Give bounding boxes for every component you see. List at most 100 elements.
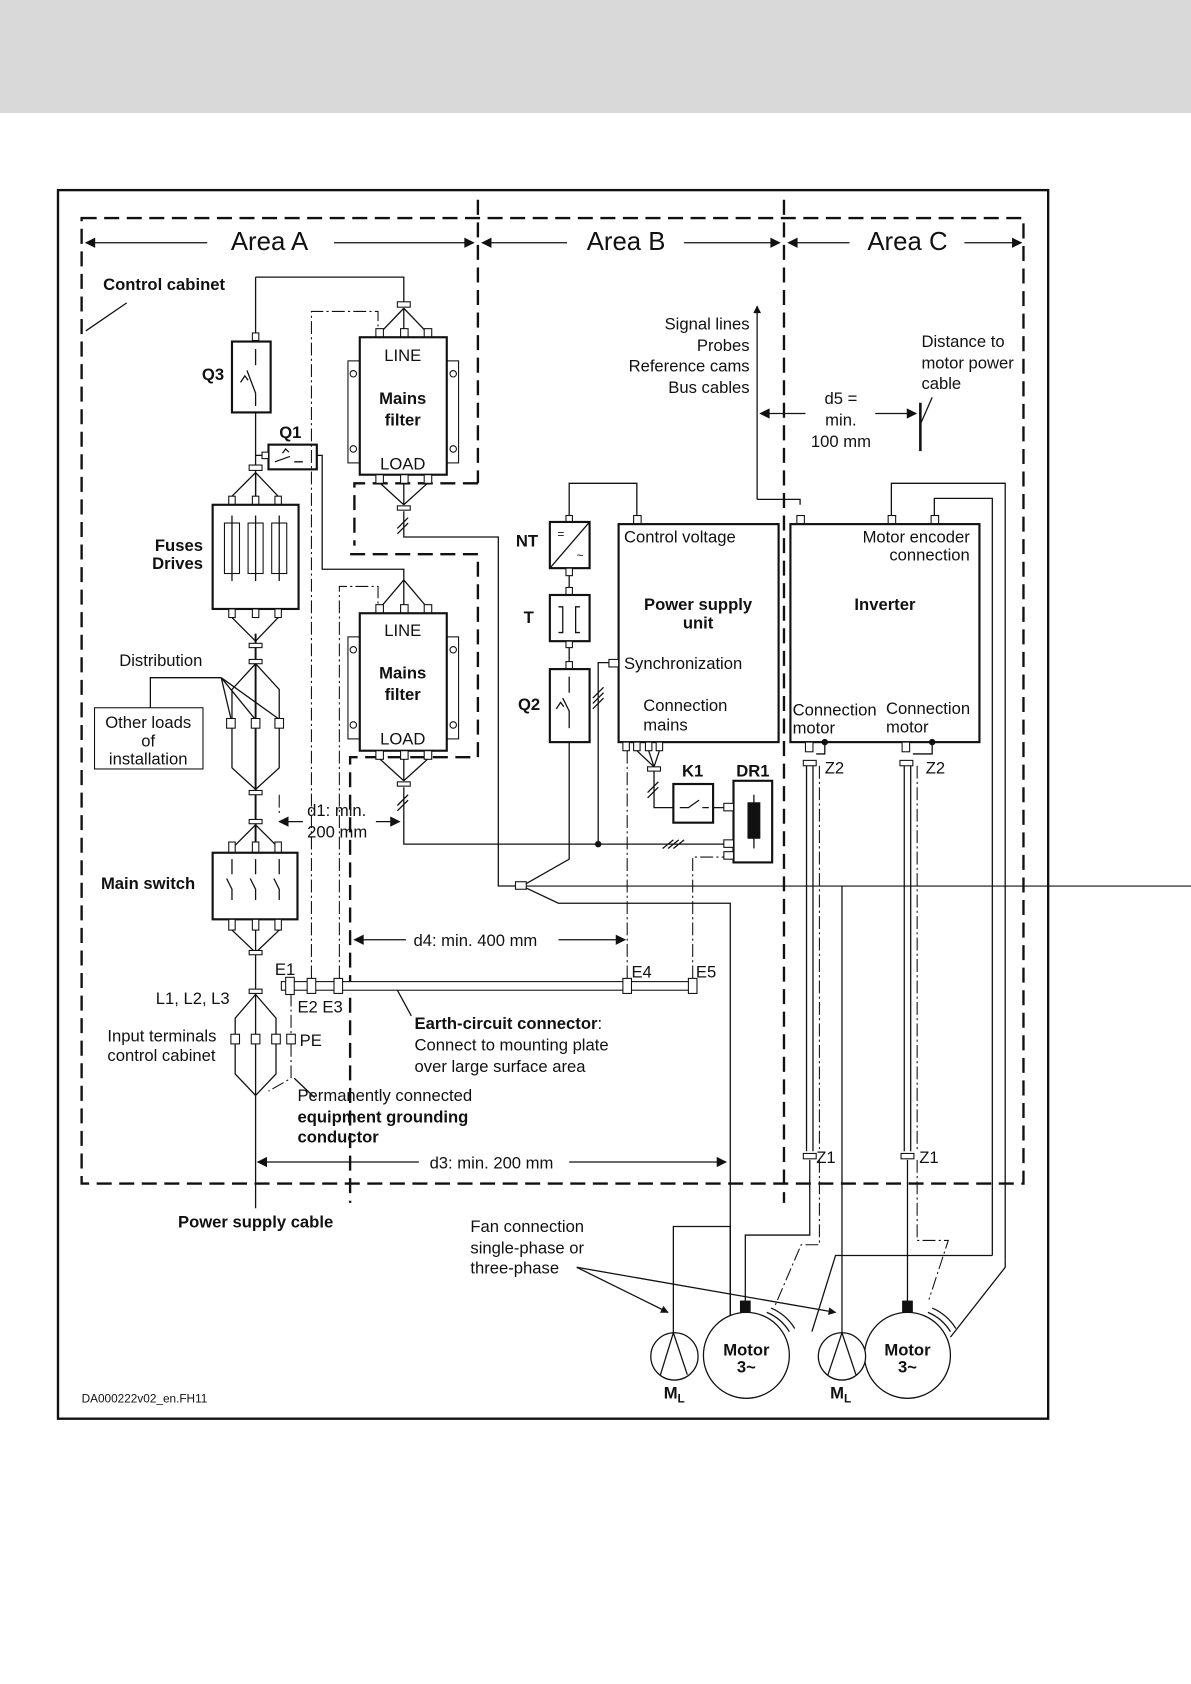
k1-label: K1 — [682, 761, 703, 780]
svg-text:=: = — [557, 527, 564, 541]
nt-label: NT — [516, 532, 538, 551]
psu-synchronization: Synchronization — [624, 654, 742, 673]
main-switch-label: Main switch — [101, 874, 195, 893]
d3-dimension: d3: min. 200 mm — [256, 1153, 728, 1172]
inverter-encoder-2: connection — [889, 546, 969, 565]
mf2-name-1: Mains — [379, 664, 426, 683]
l1l2l3-label: L1, L2, L3 — [156, 989, 230, 1008]
inverter-encoder-1: Motor encoder — [863, 527, 971, 546]
fan-motor-1: ML — [650, 1332, 699, 1406]
signal-line-1: Probes — [697, 336, 750, 355]
psu-control-voltage: Control voltage — [624, 527, 736, 546]
earth-lines — [278, 310, 726, 979]
inverter: Motor encoder connection Inverter Connec… — [789, 482, 1006, 1260]
grounding-label-3: conductor — [297, 1128, 379, 1147]
inverter-conn-motor-b-1: Connection — [886, 699, 970, 718]
figure-frame — [56, 188, 1050, 1420]
earth-connector-colon: : — [597, 1014, 602, 1033]
psu-name-2: unit — [683, 613, 714, 632]
page-header-band — [0, 0, 1191, 113]
area-a-label: Area A — [231, 228, 309, 256]
figure-id: DA000222v02_en.FH11 — [82, 1392, 208, 1406]
earth-circuit-connector: E1 E2 E3 E4 E5 Earth-circuit connector: … — [275, 960, 716, 1076]
fan-1-label: ML — [664, 1383, 685, 1405]
fan-motor-2: ML — [817, 1332, 867, 1406]
signal-lines: Signal lines Probes Reference cams Bus c… — [629, 305, 801, 505]
fuses-drives-block: Fuses — [155, 464, 300, 649]
t-label: T — [524, 608, 534, 627]
motor-1-label-1: Motor — [723, 1340, 770, 1359]
other-loads-label-3: installation — [109, 750, 188, 769]
mf1-name-2: filter — [385, 410, 422, 429]
z2-label-a: Z2 — [825, 758, 844, 777]
d5-label-1: d5 = — [824, 389, 857, 408]
dr1-label: DR1 — [736, 761, 769, 780]
distribution-label: Distribution — [119, 651, 202, 670]
distance-label-2: cable — [921, 374, 961, 393]
q3-label: Q3 — [202, 365, 224, 384]
d1-label-1: d1: min. — [307, 801, 366, 820]
e1-label: E1 — [275, 960, 295, 979]
power-supply-unit: Control voltage Power supply unit Synchr… — [592, 514, 780, 848]
mf1-name-1: Mains — [379, 389, 426, 408]
inverter-name: Inverter — [854, 595, 916, 614]
grounding-label-1: Permanently connected — [297, 1086, 472, 1105]
q1-label: Q1 — [279, 423, 301, 442]
fan-2-label: ML — [830, 1383, 851, 1405]
psu-connection-mains-1: Connection — [643, 696, 727, 715]
mf2-name-2: filter — [385, 685, 422, 704]
distribution-block: Distribution Other loads of installation — [93, 651, 285, 796]
q2-label: Q2 — [518, 695, 540, 714]
k1-contactor: K1 — [672, 761, 724, 824]
area-b-header: Area B — [481, 228, 781, 256]
d4-label: d4: min. 400 mm — [413, 931, 537, 950]
d5-dimension: d5 = min. 100 mm Distance to motor power… — [759, 332, 1014, 452]
control-cabinet-label: Control cabinet — [103, 275, 225, 294]
signal-line-2: Reference cams — [629, 357, 750, 376]
dr1-choke: DR1 — [723, 761, 774, 864]
distance-label-1: motor power — [921, 353, 1014, 372]
main-feed-line — [254, 276, 405, 1209]
other-loads-label-1: Other loads — [105, 713, 191, 732]
earth-connector-line2: Connect to mounting plate — [415, 1035, 609, 1054]
d5-label-3: 100 mm — [811, 432, 871, 451]
distance-label-0: Distance to — [921, 332, 1004, 351]
mf2-load-label: LOAD — [380, 729, 425, 748]
mf1-line-label: LINE — [384, 346, 421, 365]
psu-connection-mains-2: mains — [643, 715, 687, 734]
other-loads-label-2: of — [141, 731, 155, 750]
inverter-conn-motor-a-2: motor — [793, 719, 836, 738]
main-switch: Main switch — [101, 818, 299, 956]
mf1-load-label: LOAD — [380, 454, 425, 473]
fan-connection-note: Fan connection single-phase or three-pha… — [470, 1217, 837, 1315]
signal-line-3: Bus cables — [668, 378, 749, 397]
z1-label-b: Z1 — [919, 1148, 938, 1167]
d1-label-2: 200 mm — [307, 823, 367, 842]
e2e3-label: E2 E3 — [297, 998, 342, 1017]
area-c-header: Area C — [787, 228, 1023, 256]
motor-1-label-2: 3~ — [737, 1358, 756, 1377]
area-borders — [80, 199, 1025, 1203]
input-terminals: L1, L2, L3 Input terminals control cabin… — [107, 988, 322, 1099]
d4-dimension: d4: min. 400 mm — [353, 931, 627, 950]
nt-t-q2-chain: = ~ NT T Q2 — [514, 482, 1191, 1321]
mf2-line-label: LINE — [384, 621, 421, 640]
inverter-conn-motor-a-1: Connection — [793, 700, 877, 719]
area-c-label: Area C — [867, 228, 947, 256]
motor-1: Motor 3~ — [702, 1300, 796, 1399]
d1-dimension: d1: min. 200 mm — [278, 801, 401, 842]
z2-label-b: Z2 — [926, 758, 945, 777]
area-a-header: Area A — [84, 228, 475, 256]
q1-breaker: Q1 — [255, 423, 405, 580]
svg-text:Earth-circuit connector:: Earth-circuit connector: — [415, 1014, 603, 1033]
inverter-conn-motor-b-2: motor — [886, 717, 929, 736]
motor-2-label-1: Motor — [884, 1340, 931, 1359]
fan-label-3: three-phase — [470, 1259, 559, 1278]
input-terminals-label-2: control cabinet — [107, 1046, 216, 1065]
power-supply-cable-label: Power supply cable — [178, 1213, 333, 1232]
d5-label-2: min. — [825, 410, 856, 429]
motor-2: Motor 3~ — [863, 1300, 957, 1399]
earth-connector-line3: over large surface area — [415, 1057, 587, 1076]
signal-line-0: Signal lines — [665, 315, 750, 334]
